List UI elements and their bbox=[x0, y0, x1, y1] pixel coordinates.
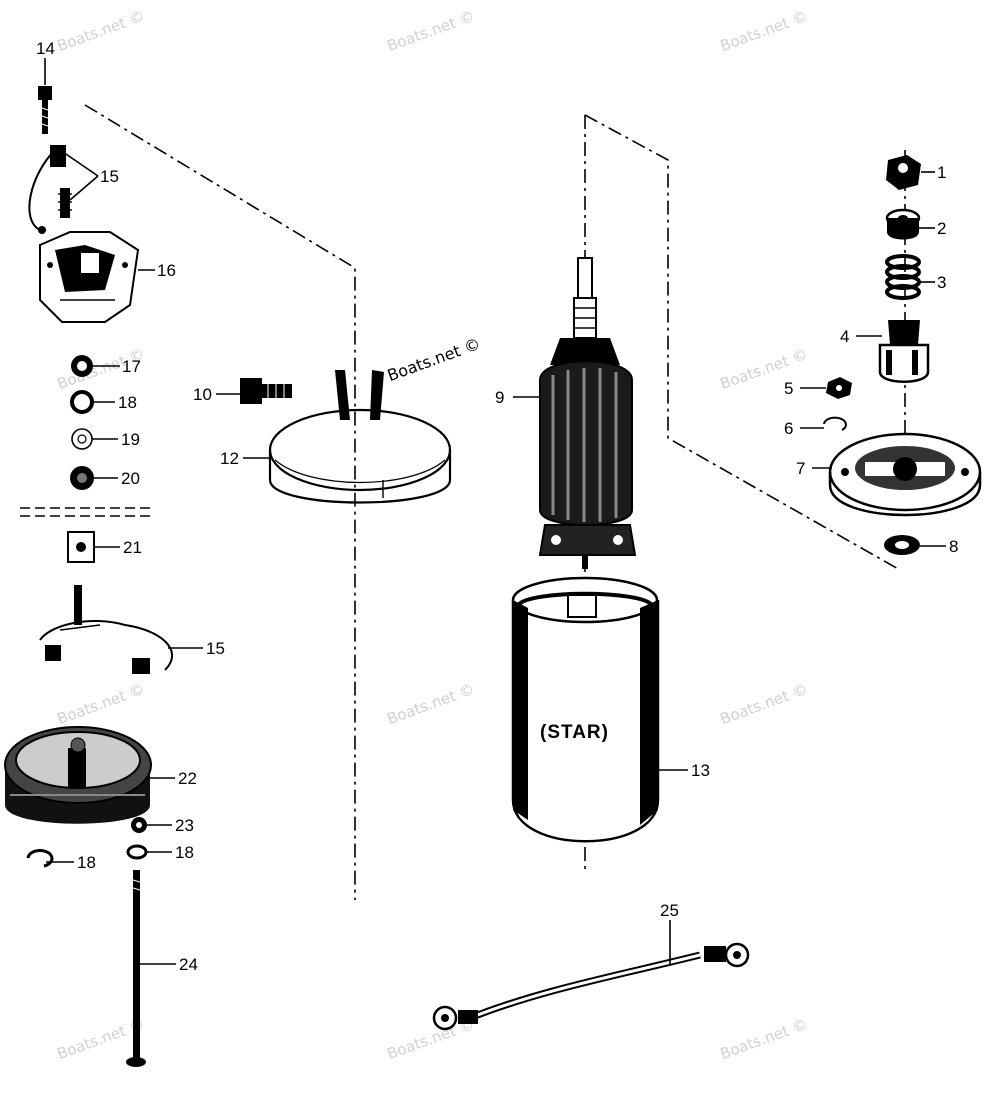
battery-cable-25 bbox=[432, 942, 750, 1031]
part-label-20: 20 bbox=[121, 469, 140, 488]
end-cap-22 bbox=[4, 726, 152, 824]
part-number-labels: 14 15 16 17 18 19 20 21 15 22 23 18 18 2… bbox=[36, 39, 958, 974]
part-label-2: 2 bbox=[937, 219, 946, 238]
part-label-16: 16 bbox=[157, 261, 176, 280]
lockwasher-6 bbox=[823, 416, 847, 431]
part-label-24: 24 bbox=[179, 955, 198, 974]
nut-23 bbox=[131, 817, 147, 833]
washer-8 bbox=[884, 535, 920, 555]
part-label-1: 1 bbox=[937, 163, 946, 182]
brush-lead-assembly bbox=[39, 585, 173, 674]
part-label-15-lower: 15 bbox=[206, 639, 225, 658]
part-label-4: 4 bbox=[840, 327, 849, 346]
washer-20 bbox=[70, 466, 94, 490]
part-label-8: 8 bbox=[949, 537, 958, 556]
part-label-10: 10 bbox=[193, 385, 212, 404]
brush-holder-part bbox=[39, 231, 140, 323]
part-label-14: 14 bbox=[36, 39, 55, 58]
part-label-9: 9 bbox=[495, 388, 504, 407]
part-label-3: 3 bbox=[937, 273, 946, 292]
part-label-12: 12 bbox=[220, 449, 239, 468]
hex-nut-1 bbox=[886, 155, 921, 190]
bolt-10 bbox=[240, 378, 292, 404]
part-label-18-c: 18 bbox=[77, 853, 96, 872]
through-bolt-24 bbox=[126, 870, 146, 1067]
lockwasher-18-lower-left bbox=[26, 848, 54, 868]
band-clamp-12 bbox=[268, 370, 452, 504]
washer-18-top bbox=[70, 390, 94, 414]
part-label-6: 6 bbox=[784, 419, 793, 438]
brush-spring-part bbox=[28, 145, 72, 234]
washer-18-lower-right bbox=[126, 844, 148, 860]
part-label-13: 13 bbox=[691, 761, 710, 780]
part-label-7: 7 bbox=[796, 459, 805, 478]
motor-housing-13 bbox=[511, 576, 660, 843]
drive-pinion-4 bbox=[878, 320, 930, 383]
part-label-15-top: 15 bbox=[100, 167, 119, 186]
part-label-23: 23 bbox=[175, 816, 194, 835]
end-plate-7 bbox=[828, 432, 982, 517]
part-label-18-a: 18 bbox=[118, 393, 137, 412]
part-label-18-b: 18 bbox=[175, 843, 194, 862]
part-label-22: 22 bbox=[178, 769, 197, 788]
nut-17 bbox=[71, 355, 93, 377]
part-label-25: 25 bbox=[660, 901, 679, 920]
armature-9 bbox=[538, 257, 637, 569]
screw-part bbox=[38, 86, 52, 134]
part-label-5: 5 bbox=[784, 379, 793, 398]
housing-label: (STAR) bbox=[540, 722, 609, 743]
part-label-19: 19 bbox=[121, 430, 140, 449]
washer-19 bbox=[71, 428, 93, 450]
nut-5 bbox=[826, 377, 852, 399]
spring-3 bbox=[885, 254, 921, 300]
assembly-guide-lines bbox=[20, 104, 906, 900]
collar-2 bbox=[885, 208, 921, 240]
insulator-21 bbox=[67, 531, 95, 563]
part-label-21: 21 bbox=[123, 538, 142, 557]
part-label-17: 17 bbox=[122, 357, 141, 376]
leader-lines bbox=[44, 58, 946, 965]
